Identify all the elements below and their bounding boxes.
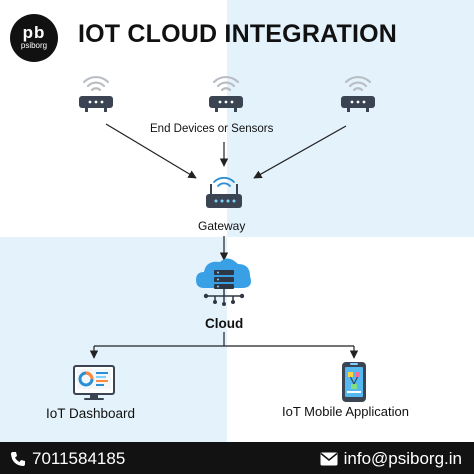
footer-phone[interactable]: 7011584185	[10, 449, 125, 469]
connector-cloud-split	[94, 332, 354, 347]
background-panel-bottom-left	[0, 237, 227, 442]
footer-email[interactable]: info@psiborg.in	[320, 449, 462, 469]
phone-icon	[11, 452, 25, 466]
mail-icon	[320, 452, 338, 466]
background-panel-top-right	[227, 0, 474, 237]
cloud-icon	[196, 258, 251, 306]
end-devices-label: End Devices or Sensors	[150, 123, 274, 135]
arrow-device3-to-gateway	[253, 125, 347, 179]
logo-mark: pb	[22, 23, 46, 42]
gateway-icon	[206, 176, 242, 208]
iot-mobile-application-label: IoT Mobile Application	[282, 404, 409, 419]
footer-bar: 7011584185 info@psiborg.in	[0, 442, 474, 474]
page-title: IOT CLOUD INTEGRATION	[78, 20, 397, 48]
iot-dashboard-label: IoT Dashboard	[46, 406, 136, 421]
mobile-phone-icon	[342, 362, 366, 402]
cloud-label: Cloud	[205, 316, 244, 331]
arrow-device1-to-gateway	[105, 123, 197, 179]
phone-number: 7011584185	[32, 449, 126, 468]
end-device-1-icon	[79, 75, 113, 112]
end-device-3-icon	[341, 75, 375, 112]
gateway-label: Gateway	[198, 219, 246, 233]
end-device-2-icon	[209, 75, 243, 112]
dashboard-monitor-icon	[73, 365, 115, 400]
psiborg-logo: pb psiborg	[10, 14, 58, 62]
logo-name: psiborg	[20, 41, 48, 50]
email-address: info@psiborg.in	[343, 449, 462, 468]
